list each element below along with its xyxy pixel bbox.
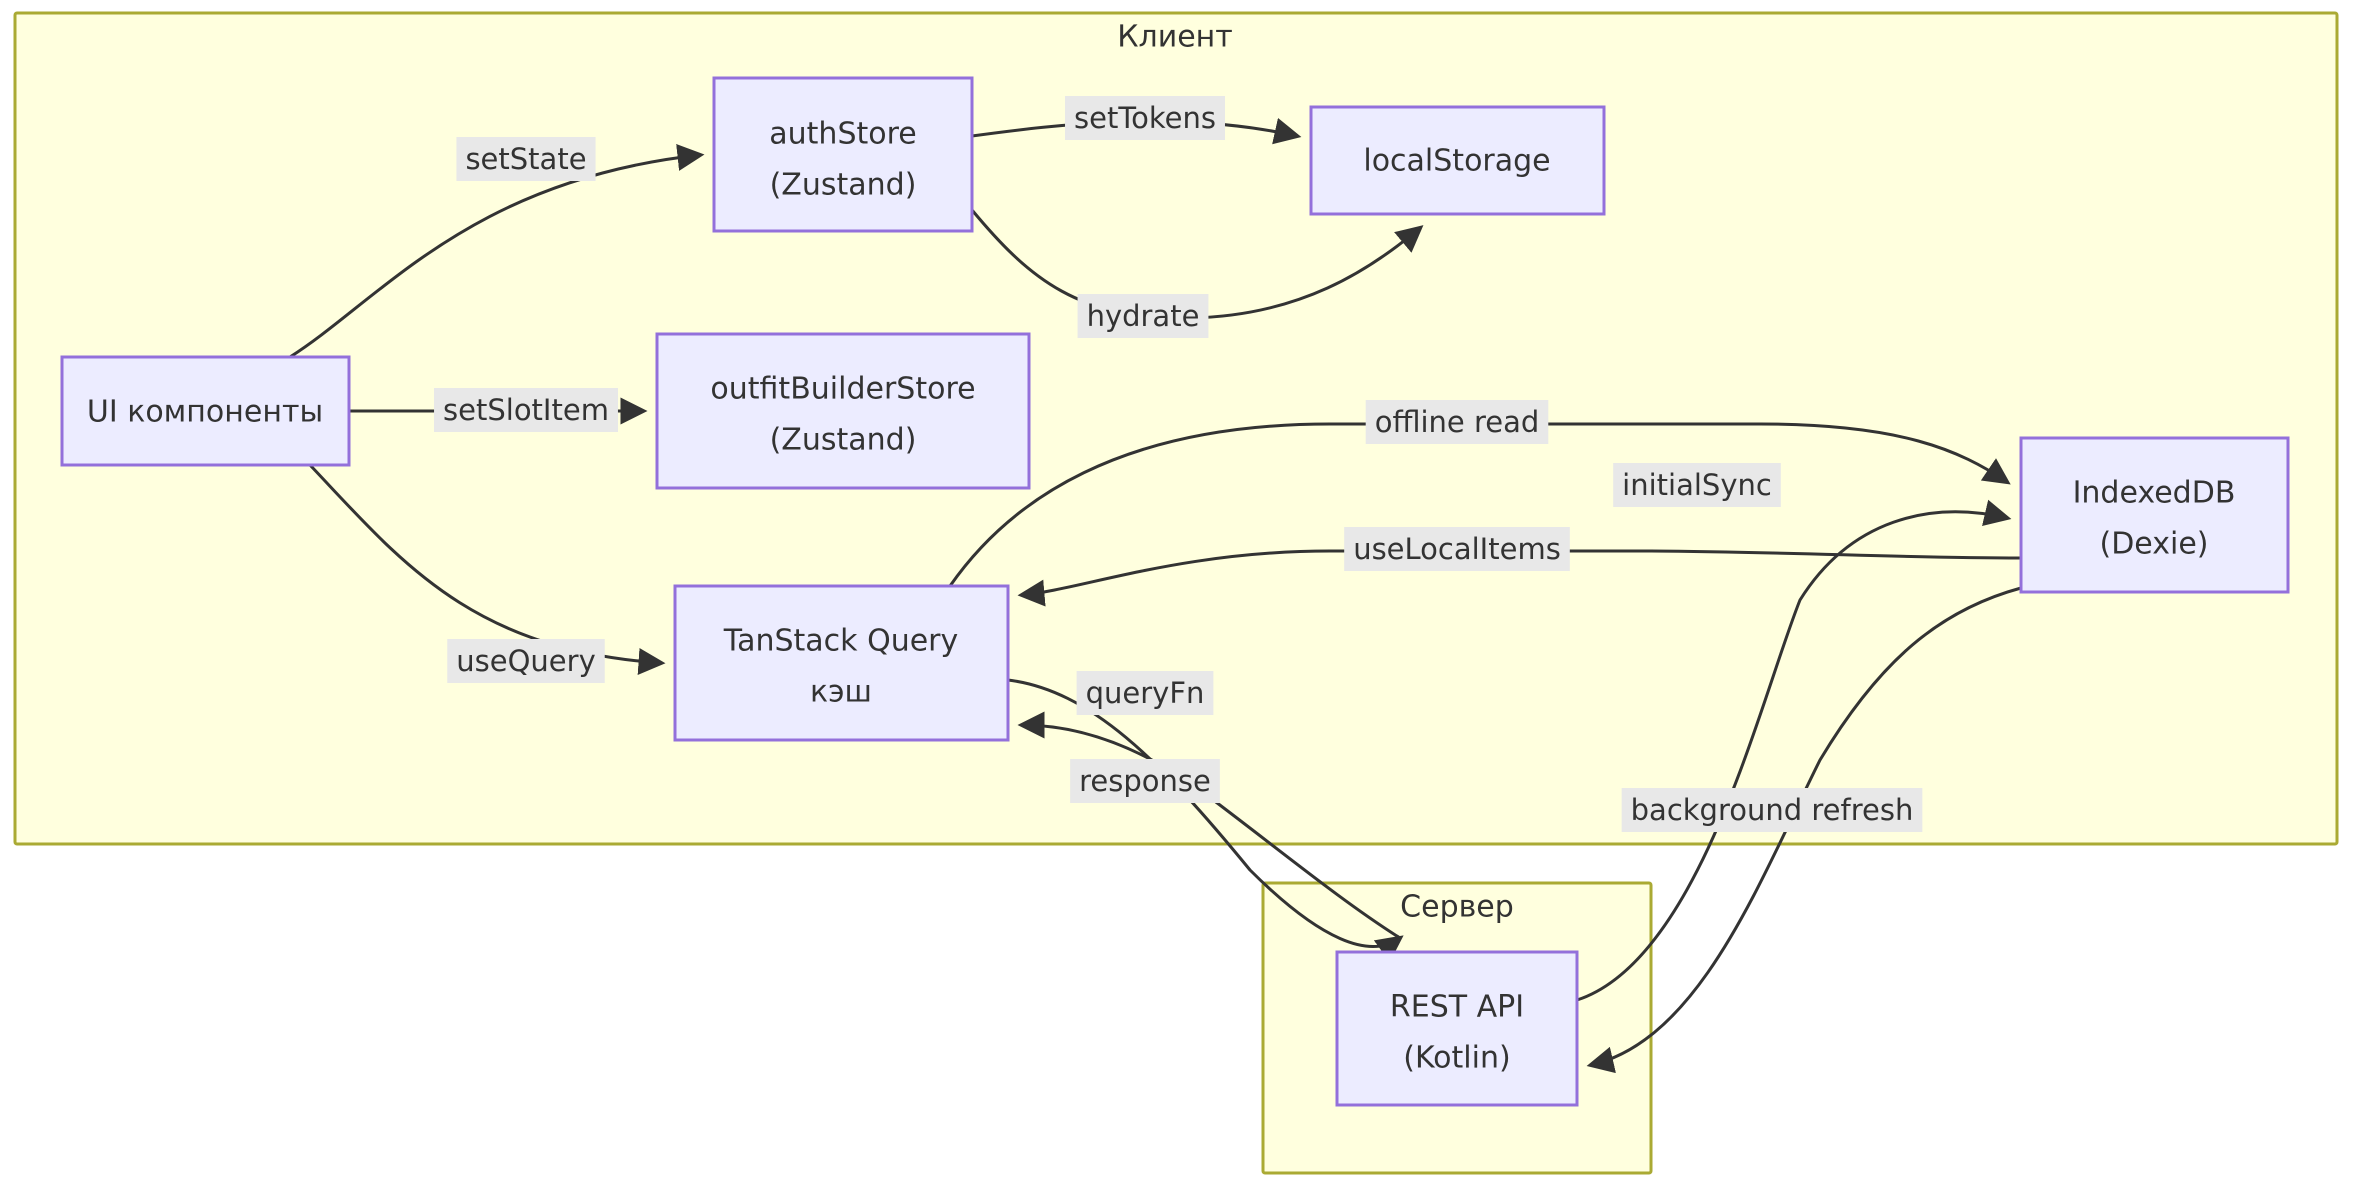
node-authstore-label-line1: authStore <box>769 117 916 152</box>
edge-tanstack-query-to-rest-api <box>1007 678 1404 963</box>
edge-label-offline-read-bg <box>1365 400 1549 444</box>
edge-label-uselocalitems-text: useLocalItems <box>1353 532 1561 566</box>
edge-label-settokens-bg <box>1065 96 1225 140</box>
node-rest-api-rect[interactable] <box>1335 950 1579 1107</box>
cluster-server-title: Сервер <box>1400 890 1514 925</box>
node-tanstack-query-label-line2: кэш <box>810 675 872 710</box>
node-authstore[interactable]: authStore (Zustand) <box>712 76 974 233</box>
edge-label-background-refresh-bg <box>1621 788 1923 832</box>
edge-label-offline-read: offline read <box>1365 400 1549 444</box>
edge-label-settokens-text: setTokens <box>1074 101 1216 135</box>
node-tanstack-query-label-line1: TanStack Query <box>723 624 959 659</box>
edge-label-hydrate: hydrate <box>1077 294 1209 338</box>
node-indexeddb[interactable]: IndexedDB (Dexie) <box>2019 436 2290 594</box>
edge-label-initialsync-bg <box>1613 463 1781 507</box>
node-indexeddb-rect[interactable] <box>2019 436 2290 594</box>
edge-label-queryfn-text: queryFn <box>1086 676 1205 710</box>
node-outfitbuilderstore-rect[interactable] <box>655 332 1031 490</box>
edge-indexeddb-to-tanstack-query <box>1017 549 2022 607</box>
cluster-client-rect <box>13 11 2339 846</box>
edge-label-settokens: setTokens <box>1065 96 1225 140</box>
cluster-client: Клиент <box>13 11 2339 846</box>
edge-label-setstate-text: setState <box>465 142 586 176</box>
edge-label-queryfn: queryFn <box>1076 671 1214 715</box>
node-rest-api-label-line1: REST API <box>1390 990 1524 1025</box>
node-rest-api-label-line2: (Kotlin) <box>1403 1041 1510 1076</box>
edge-indexeddb-to-rest-api <box>1586 586 2022 1074</box>
edge-label-setstate-bg <box>456 137 596 181</box>
node-localstorage-rect[interactable] <box>1309 105 1606 216</box>
node-localstorage-label: localStorage <box>1363 144 1550 179</box>
edge-label-usequery: useQuery <box>447 639 605 683</box>
edge-label-initialsync-text: initialSync <box>1622 468 1772 502</box>
edge-label-setslotitem-text: setSlotItem <box>443 393 609 427</box>
edge-label-setslotitem: setSlotItem <box>434 388 618 432</box>
node-outfitbuilderstore-label-line1: outfitBuilderStore <box>710 372 975 407</box>
node-outfitbuilderstore-label-line2: (Zustand) <box>770 423 917 458</box>
edge-label-queryfn-bg <box>1076 671 1214 715</box>
edge-label-background-refresh: background refresh <box>1621 788 1923 832</box>
edge-rest-api-to-indexeddb <box>1576 499 2012 1002</box>
node-tanstack-query-rect[interactable] <box>673 584 1010 742</box>
edge-label-hydrate-bg <box>1077 294 1209 338</box>
edge-label-setstate: setState <box>456 137 596 181</box>
node-authstore-rect[interactable] <box>712 76 974 233</box>
edge-label-uselocalitems-bg <box>1344 527 1570 571</box>
edge-tanstack-query-to-indexeddb <box>948 422 2011 587</box>
node-ui-components-label: UI компоненты <box>87 395 323 430</box>
edge-label-background-refresh-text: background refresh <box>1631 793 1914 827</box>
node-indexeddb-label-line2: (Dexie) <box>2100 527 2209 562</box>
edge-label-initialsync: initialSync <box>1613 463 1781 507</box>
edge-label-usequery-text: useQuery <box>456 644 595 678</box>
node-tanstack-query[interactable]: TanStack Query кэш <box>673 584 1010 742</box>
node-outfitbuilderstore[interactable]: outfitBuilderStore (Zustand) <box>655 332 1031 490</box>
edge-label-response: response <box>1070 759 1220 803</box>
edge-label-offline-read-text: offline read <box>1375 405 1540 439</box>
edge-label-response-text: response <box>1079 764 1211 798</box>
edge-label-uselocalitems: useLocalItems <box>1344 527 1570 571</box>
edge-label-hydrate-text: hydrate <box>1087 299 1200 333</box>
edge-label-usequery-bg <box>447 639 605 683</box>
edge-ui-to-authstore <box>289 144 705 359</box>
node-ui-components-rect[interactable] <box>60 355 351 467</box>
node-ui-components[interactable]: UI компоненты <box>60 355 351 467</box>
node-indexeddb-label-line1: IndexedDB <box>2073 476 2236 511</box>
node-localstorage[interactable]: localStorage <box>1309 105 1606 216</box>
edge-label-setslotitem-bg <box>434 388 618 432</box>
node-authstore-label-line2: (Zustand) <box>770 168 917 203</box>
edge-label-response-bg <box>1070 759 1220 803</box>
node-rest-api[interactable]: REST API (Kotlin) <box>1335 950 1579 1107</box>
edge-label-layer: setState setTokens hydrate setSlotItem u… <box>434 96 1923 832</box>
cluster-client-title: Клиент <box>1117 20 1233 55</box>
